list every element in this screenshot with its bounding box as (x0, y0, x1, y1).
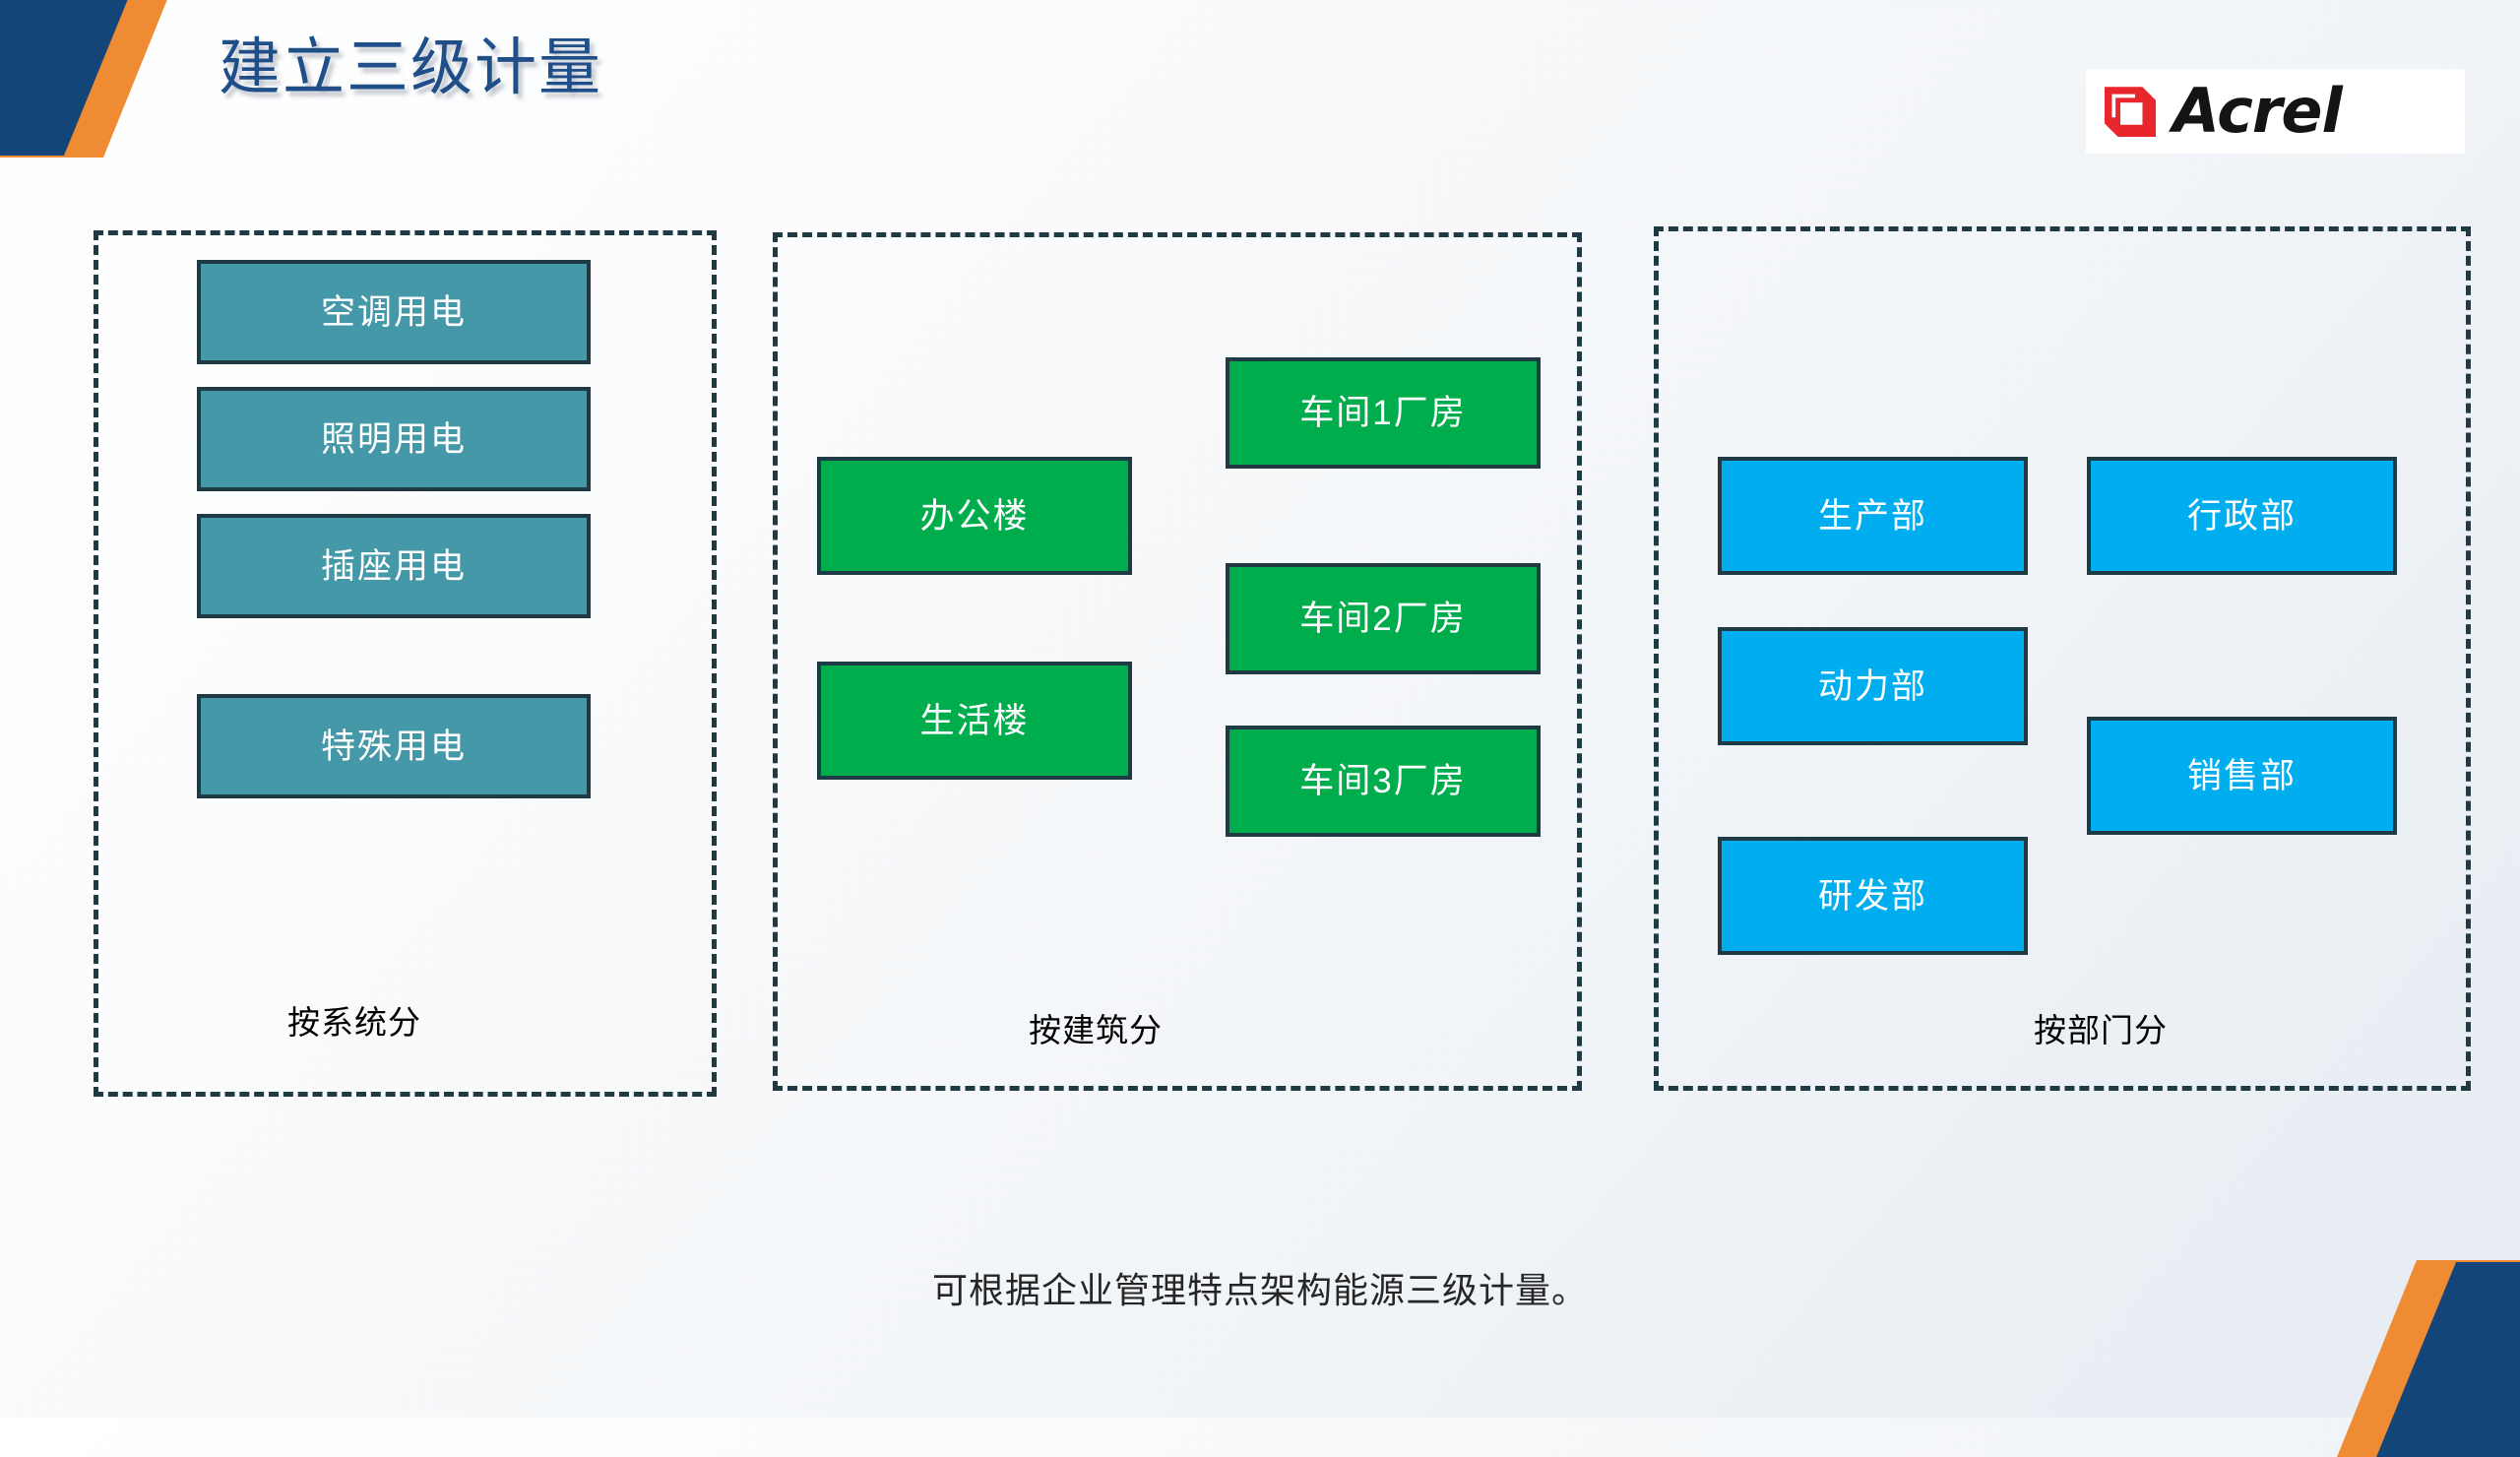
node-box: 特殊用电 (197, 694, 591, 798)
decor-navy-shape-2 (2376, 1262, 2520, 1457)
node-box: 车间2厂房 (1226, 563, 1541, 674)
node-box: 照明用电 (197, 387, 591, 491)
node-box: 生活楼 (817, 662, 1132, 780)
decor-navy-shape (0, 0, 128, 156)
node-box: 生产部 (1718, 457, 2028, 575)
group-by-department (1654, 226, 2471, 1091)
node-box: 车间1厂房 (1226, 357, 1541, 469)
group-label-dept: 按部门分 (2034, 1012, 2168, 1048)
group-by-system (94, 230, 717, 1097)
group-label-system: 按系统分 (287, 1004, 421, 1041)
group-by-building (773, 232, 1582, 1091)
page-title: 建立三级计量 (219, 33, 602, 102)
node-box: 研发部 (1718, 837, 2028, 955)
decor-corner-bottom-right (2303, 1260, 2520, 1457)
acrel-logo-text: Acrel (2173, 75, 2343, 147)
node-box: 销售部 (2087, 717, 2397, 835)
node-box: 插座用电 (197, 514, 591, 618)
node-box: 办公楼 (817, 457, 1132, 575)
node-box: 空调用电 (197, 260, 591, 364)
node-box: 行政部 (2087, 457, 2397, 575)
group-label-building: 按建筑分 (1029, 1012, 1163, 1048)
slide-caption: 可根据企业管理特点架构能源三级计量。 (931, 1270, 1588, 1310)
acrel-square-mark-icon (2104, 87, 2157, 138)
acrel-logo: Acrel (2086, 69, 2465, 154)
node-box: 车间3厂房 (1226, 726, 1541, 837)
node-box: 动力部 (1718, 627, 2028, 745)
decor-corner-top-left (0, 0, 217, 158)
